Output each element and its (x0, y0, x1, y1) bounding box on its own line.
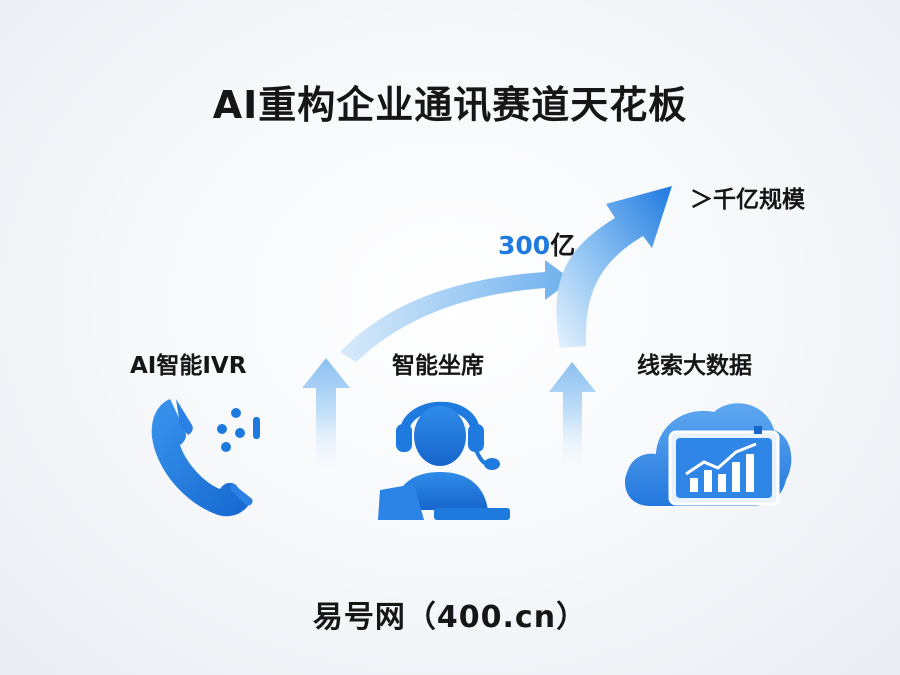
page-title: AI重构企业通讯赛道天花板 (212, 83, 688, 127)
footer-brand: 易号网（400.cn） (312, 600, 588, 635)
up-arrow-left (302, 358, 350, 480)
cloud-chart-icon (624, 403, 792, 506)
node-label-ai-ivr: AI智能IVR (130, 353, 247, 379)
milestone-number: 300 (498, 231, 551, 260)
headset-agent-icon (378, 401, 510, 520)
milestone-value: 300亿 (498, 226, 575, 262)
up-arrow-right (549, 362, 596, 478)
phone-icon (151, 399, 260, 517)
node-label-smart-seat: 智能坐席 (392, 353, 484, 379)
big-curve-arrow (556, 186, 672, 348)
node-label-lead-data: 线索大数据 (637, 353, 752, 379)
milestone-unit: 亿 (550, 231, 576, 260)
target-scale-label: ＞千亿规模 (690, 187, 805, 213)
curve-arrow-to-300 (340, 260, 572, 362)
